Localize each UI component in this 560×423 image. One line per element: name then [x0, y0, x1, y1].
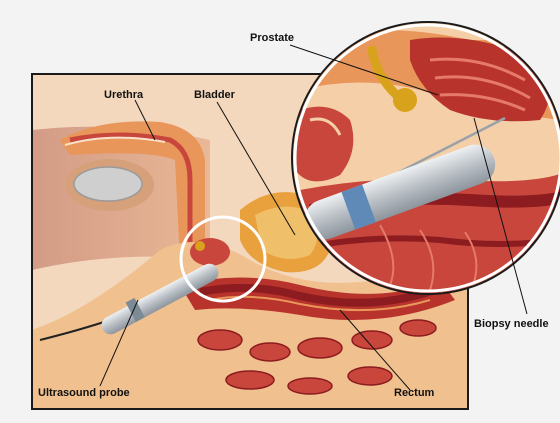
- prostate-small: [190, 238, 230, 266]
- label-ultrasound-probe: Ultrasound probe: [38, 387, 130, 399]
- label-prostate: Prostate: [250, 32, 294, 44]
- label-biopsy-needle: Biopsy needle: [474, 318, 549, 330]
- label-bladder: Bladder: [194, 89, 235, 101]
- label-urethra: Urethra: [104, 89, 143, 101]
- testis: [74, 167, 142, 201]
- label-rectum: Rectum: [394, 387, 434, 399]
